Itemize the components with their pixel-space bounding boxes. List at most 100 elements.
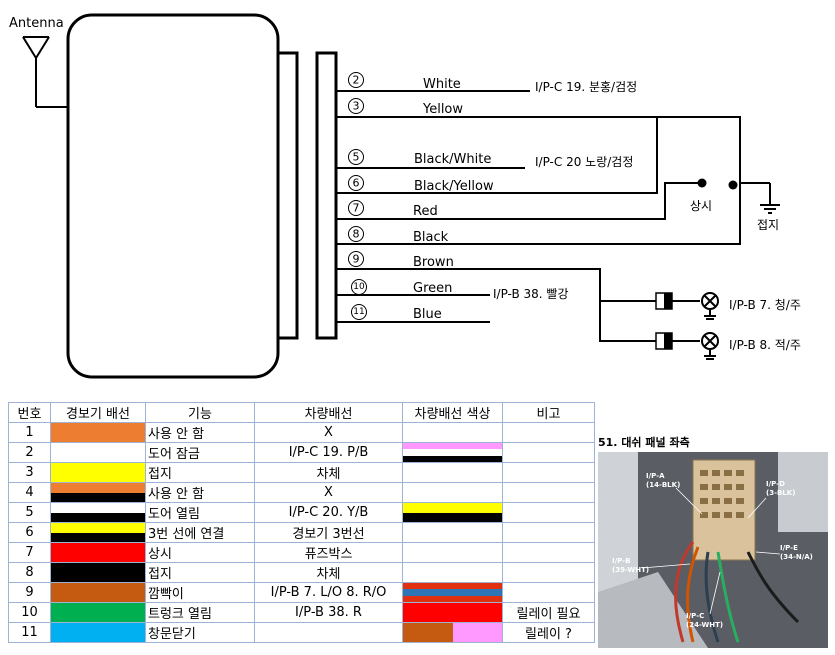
wiring-diagram: Antenna 2 3 5: [9, 13, 801, 379]
cell-function: 접지: [145, 562, 255, 583]
header-vehicle-wire: 차량배선: [254, 402, 403, 423]
note-lamp1: I/P-B 7. 청/주: [729, 298, 801, 312]
cell-function: 창문닫기: [145, 622, 255, 643]
pin-number: 9: [353, 253, 360, 266]
label-ip-b: I/P-B: [612, 557, 630, 565]
table-header-row: 번호 경보기 배선 기능 차량배선 차량배선 색상 비고: [8, 402, 595, 423]
cell-note: [502, 522, 595, 543]
connector-block-icon: [655, 332, 673, 350]
alarm-wire-swatch: [50, 522, 146, 543]
cell-note: [502, 422, 595, 443]
note-white: I/P-C 19. 분홍/검정: [535, 80, 637, 94]
photo-title: 51. 대쉬 패널 좌측: [598, 436, 690, 449]
note-black-white: I/P-C 20 노랑/검정: [535, 155, 633, 169]
cell-no: 3: [8, 462, 51, 483]
cell-vehicle-wire: I/P-C 19. P/B: [254, 442, 403, 463]
cell-no: 2: [8, 442, 51, 463]
pin-number: 7: [353, 202, 360, 215]
cell-function: 도어 잠금: [145, 442, 255, 463]
cell-note: [502, 442, 595, 463]
alarm-wire-swatch: [50, 582, 146, 603]
cell-note: [502, 502, 595, 523]
antenna-icon: [22, 36, 68, 108]
cell-note: [502, 542, 595, 563]
alarm-wire-swatch: [50, 602, 146, 623]
header-no: 번호: [8, 402, 51, 423]
pin-number: 2: [353, 74, 360, 87]
lamp-icon: [701, 332, 719, 360]
note-constant: 상시: [690, 199, 712, 213]
alarm-wire-swatch: [50, 422, 146, 443]
cell-no: 8: [8, 562, 51, 583]
cell-vehicle-wire: X: [254, 422, 403, 443]
label-ip-c: I/P-C: [686, 612, 704, 620]
cell-function: 사용 안 함: [145, 482, 255, 503]
wire-label-red: Red: [413, 204, 438, 219]
lamp-icon: [701, 292, 719, 320]
wires: [336, 90, 771, 342]
junction-dot: [728, 180, 738, 190]
header-note: 비고: [502, 402, 595, 423]
cell-vehicle-wire: I/P-C 20. Y/B: [254, 502, 403, 523]
label-ip-a-sub: (14-BLK): [646, 481, 680, 489]
cell-note: [502, 462, 595, 483]
cell-function: 상시: [145, 542, 255, 563]
pin-number: 5: [353, 151, 360, 164]
alarm-wire-swatch: [50, 462, 146, 483]
pin-number: 11: [353, 307, 364, 317]
pin-number: 3: [353, 100, 360, 113]
wire-label-white: White: [423, 77, 461, 92]
wire-label-brown: Brown: [413, 255, 454, 270]
cell-note: 릴레이 필요: [502, 602, 595, 623]
cell-no: 4: [8, 482, 51, 503]
label-ip-c-sub: (24-WHT): [686, 621, 723, 629]
vehicle-color-swatch: [402, 522, 503, 543]
label-ip-a: I/P-A: [646, 472, 665, 480]
wire-label-blue: Blue: [413, 307, 442, 322]
wire-label-black: Black: [413, 230, 449, 245]
alarm-wire-swatch: [50, 502, 146, 523]
vehicle-color-swatch: [402, 542, 503, 563]
connector-block-icon: [655, 292, 673, 310]
dash-panel-photo: I/P-A (14-BLK) I/P-D (3-BLK) I/P-B (39-W…: [598, 452, 828, 648]
label-ip-d-sub: (3-BLK): [766, 489, 795, 497]
vehicle-color-swatch: [402, 562, 503, 583]
cell-vehicle-wire: 차체: [254, 562, 403, 583]
cell-vehicle-wire: 퓨즈박스: [254, 542, 403, 563]
wire-label-green: Green: [413, 281, 452, 296]
alarm-wire-swatch: [50, 482, 146, 503]
cell-vehicle-wire: I/P-B 7. L/O 8. R/O: [254, 582, 403, 603]
vehicle-color-swatch: [402, 602, 503, 623]
cell-function: 접지: [145, 462, 255, 483]
antenna-label: Antenna: [9, 16, 64, 31]
vehicle-color-swatch: [402, 442, 503, 463]
cell-function: 사용 안 함: [145, 422, 255, 443]
vehicle-color-swatch: [402, 482, 503, 503]
unit-plug: [276, 51, 299, 340]
header-vehicle-color: 차량배선 색상: [402, 402, 503, 423]
pin-circles: [348, 72, 367, 320]
cell-no: 5: [8, 502, 51, 523]
cell-vehicle-wire: 경보기 3번선: [254, 522, 403, 543]
pin-number: 8: [353, 228, 360, 241]
label-ip-e-sub: (34-N/A): [780, 553, 813, 561]
cell-vehicle-wire: [254, 622, 403, 643]
cell-note: [502, 482, 595, 503]
cell-function: 3번 선에 연결: [145, 522, 255, 543]
cell-function: 깜빡이: [145, 582, 255, 603]
pin-number: 10: [353, 282, 365, 292]
wire-label-black-yellow: Black/Yellow: [414, 179, 494, 194]
note-green: I/P-B 38. 빨강: [493, 287, 568, 301]
alarm-wire-swatch: [50, 442, 146, 463]
label-ip-d: I/P-D: [766, 480, 785, 488]
note-ground: 접지: [757, 218, 779, 232]
vehicle-color-swatch: [402, 422, 503, 443]
cell-no: 1: [8, 422, 51, 443]
